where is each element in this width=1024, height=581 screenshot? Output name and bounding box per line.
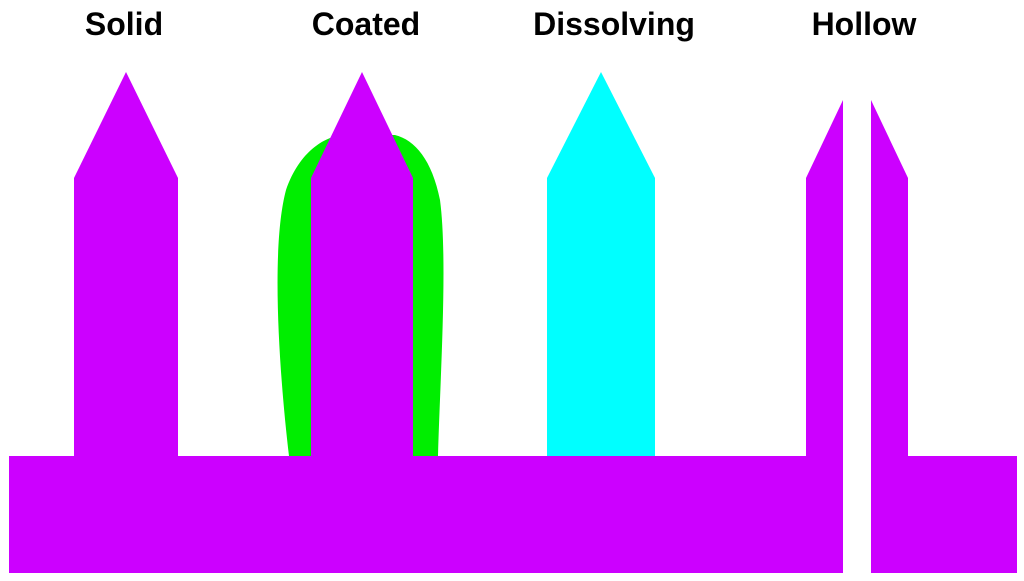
label-coated: Coated (311, 6, 421, 42)
substrate-left (9, 456, 843, 573)
hollow-needle-right (871, 100, 908, 456)
coated-needle (311, 72, 413, 456)
hollow-needle-left (806, 100, 843, 456)
solid-needle (74, 72, 178, 456)
dissolving-needle (547, 72, 655, 456)
substrate-right (871, 456, 1017, 573)
label-solid: Solid (84, 6, 164, 42)
label-dissolving: Dissolving (533, 6, 695, 42)
label-hollow: Hollow (811, 6, 917, 42)
